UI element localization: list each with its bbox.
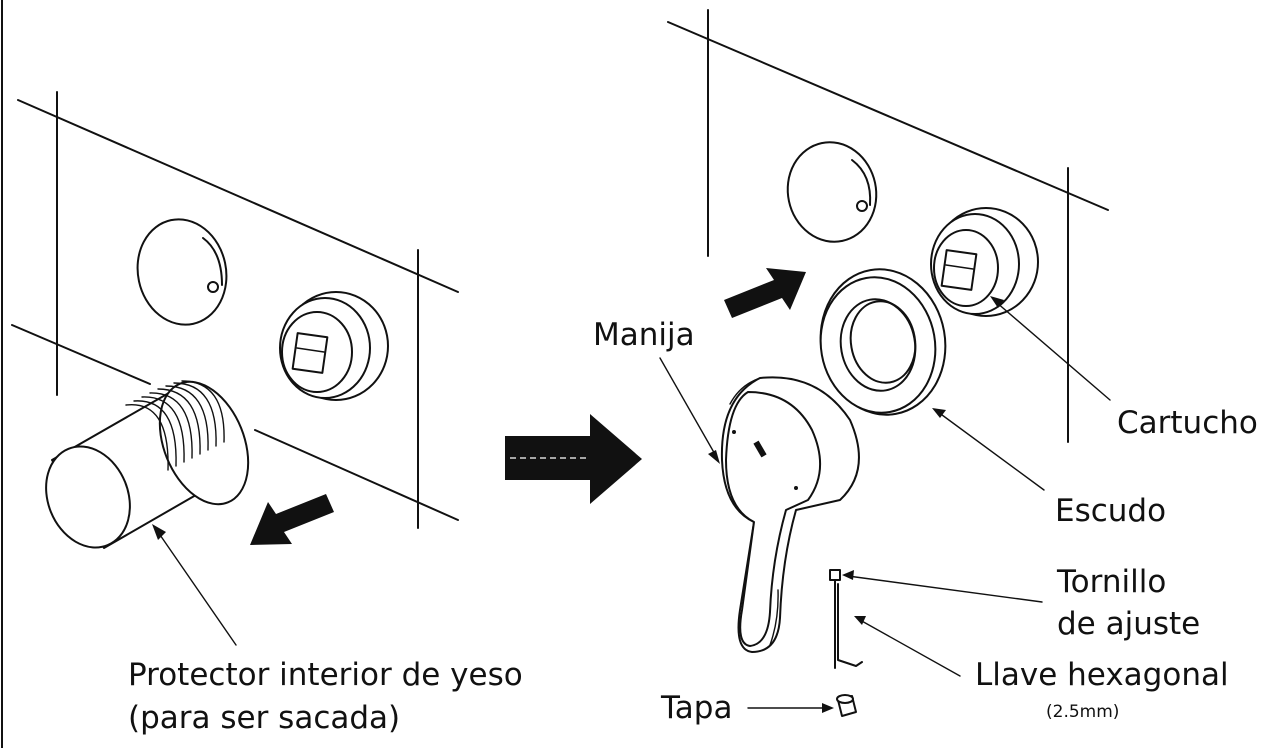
escutcheon-ring — [819, 268, 947, 416]
set-screw — [829, 569, 841, 669]
cartridge-right — [930, 207, 1039, 317]
leader-cartucho — [995, 301, 1111, 401]
leader-tornillo-head — [842, 570, 854, 580]
leader-escudo-head — [932, 408, 946, 418]
wall-lower-edge-b — [254, 429, 459, 521]
wall-top-edge — [17, 99, 459, 293]
plaster-guard-cylinder — [45, 380, 250, 549]
wall-opening-left — [136, 218, 228, 326]
remove-arrow-icon — [250, 494, 334, 545]
wall-opening-right — [786, 141, 878, 243]
wall-top-edge-right — [667, 21, 1109, 211]
leader-cartucho-head — [990, 296, 1004, 308]
label-llave: Llave hexagonal — [975, 657, 1229, 693]
leader-llave — [859, 619, 961, 677]
label-llave-size: (2.5mm) — [1046, 702, 1119, 722]
leader-escudo — [937, 411, 1045, 491]
install-arrow-icon — [724, 268, 806, 318]
label-manija: Manija — [593, 317, 695, 353]
label-cartucho: Cartucho — [1117, 405, 1258, 441]
wall-lower-edge-a — [11, 324, 151, 385]
label-protector-line2: (para ser sacada) — [128, 700, 400, 736]
label-tornillo-line1: Tornillo — [1056, 564, 1166, 600]
leader-protector — [157, 531, 237, 646]
leader-llave-head — [854, 616, 866, 625]
label-tapa: Tapa — [660, 690, 732, 726]
wall-panel-left — [11, 91, 459, 529]
next-step-arrow-icon — [505, 414, 642, 504]
leader-manija — [659, 357, 717, 457]
leader-tapa-head — [822, 703, 834, 713]
leader-protector-head — [152, 524, 166, 540]
lever-handle — [720, 376, 860, 653]
wall-panel-right — [667, 9, 1109, 443]
leader-tornillo — [847, 575, 1043, 603]
cap — [836, 694, 857, 717]
leader-manija-head — [708, 450, 720, 464]
cartridge-valve-left — [279, 291, 389, 401]
label-escudo: Escudo — [1055, 493, 1166, 529]
label-protector-line1: Protector interior de yeso — [128, 657, 523, 693]
label-tornillo-line2: de ajuste — [1057, 606, 1200, 642]
hex-key — [837, 583, 863, 667]
